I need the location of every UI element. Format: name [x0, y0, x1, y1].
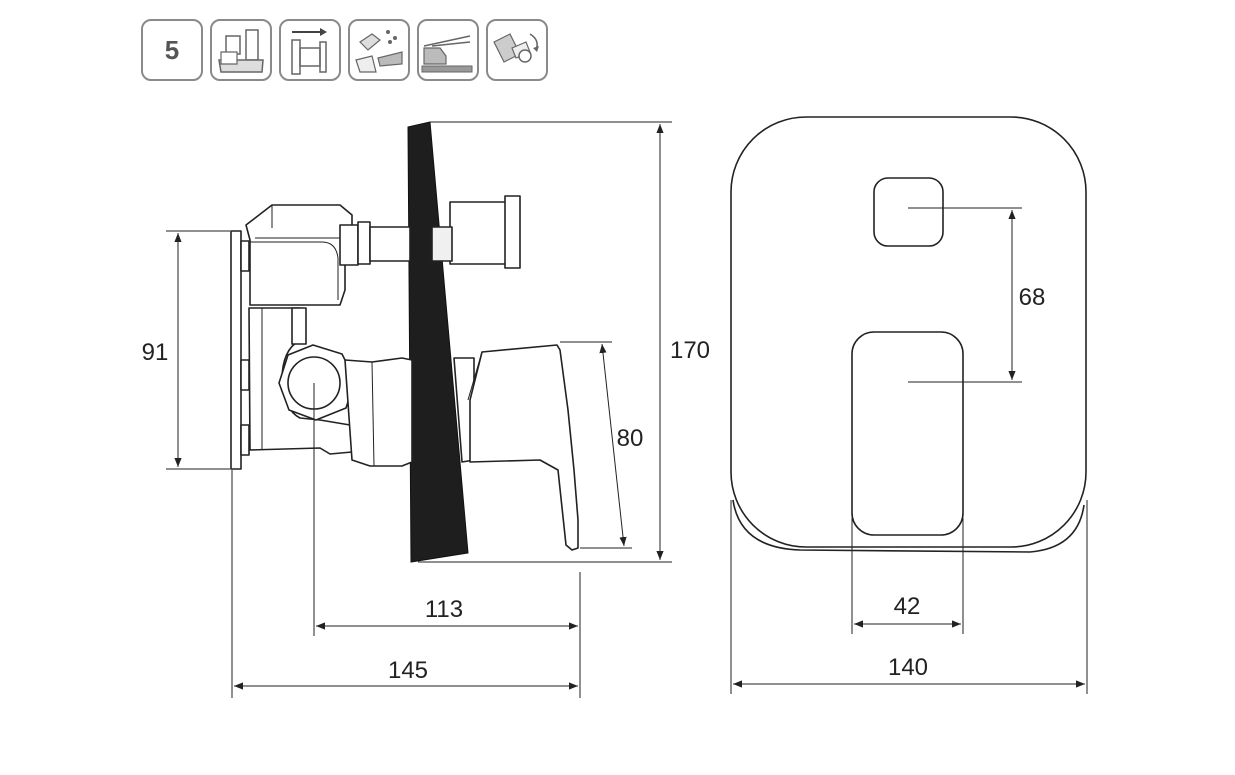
lever-width-label: 42 — [894, 593, 921, 620]
button-sleeve — [431, 226, 453, 262]
wall-outlet-icon — [279, 19, 341, 81]
depth-total-label: 145 — [388, 657, 428, 684]
plate-width-label: 140 — [888, 654, 928, 681]
front-view-drawing: 68 42 140 — [730, 116, 1088, 694]
box-mount-plate — [230, 230, 242, 470]
hose-connection-icon — [486, 19, 548, 81]
easy-clean-icon — [348, 19, 410, 81]
button-spacing-label: 68 — [1019, 284, 1046, 311]
body-connector — [291, 307, 307, 345]
ceramic-cartridge-icon — [417, 19, 479, 81]
installation-count-label: 5 — [165, 35, 179, 65]
diverter-button — [873, 177, 944, 247]
diverter-button-body — [449, 201, 511, 265]
installation-count-badge: 5 — [141, 19, 203, 81]
cartridge-stem — [344, 357, 413, 467]
diverter-button-cap — [504, 195, 521, 269]
side-view-drawing: 170 91 80 113 145 — [142, 121, 710, 698]
cover-plate-shadow — [732, 499, 1085, 553]
button-stem — [369, 226, 411, 262]
bathtub-shower-icon — [210, 19, 272, 81]
button-stem-ring — [357, 221, 371, 265]
diverter-housing — [245, 204, 353, 306]
box-clip-top — [240, 240, 250, 272]
depth-inner-label: 113 — [425, 596, 463, 623]
height-total-label: 170 — [670, 337, 710, 364]
box-height-label: 91 — [142, 339, 169, 366]
feature-icons-row: 5 — [141, 19, 548, 81]
button-stem-collar — [339, 224, 359, 266]
box-clip-mid — [240, 359, 250, 391]
wall-section — [407, 121, 469, 563]
lever-handle-front — [851, 331, 964, 536]
lever-height-label: 80 — [617, 425, 644, 452]
box-clip-low — [240, 424, 250, 456]
lever-handle — [469, 344, 579, 551]
